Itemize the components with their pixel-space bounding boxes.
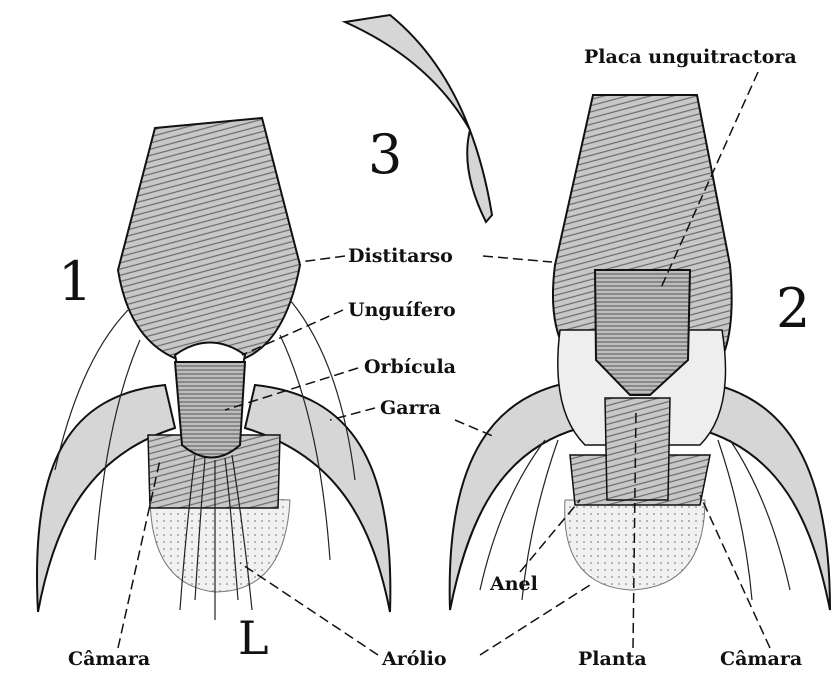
fig1-orbicula xyxy=(175,362,245,458)
fig2-arolium xyxy=(565,500,705,590)
figure-number-1: 1 xyxy=(58,255,92,309)
label-anel: Anel xyxy=(490,575,538,594)
label-planta: Planta xyxy=(578,650,647,669)
figure-2-drawing xyxy=(450,95,830,610)
fig1-distitarso xyxy=(118,118,300,362)
corner-mark: L xyxy=(238,615,269,661)
figure-number-3: 3 xyxy=(368,128,402,182)
figure-number-2: 2 xyxy=(776,282,810,336)
fig1-arolium xyxy=(150,495,290,592)
label-arolio: Arólio xyxy=(382,650,447,669)
figure-3-claw xyxy=(345,15,492,222)
label-distitarso: Distitarso xyxy=(348,247,453,266)
figure-1-drawing xyxy=(37,118,390,620)
label-camara-right: Câmara xyxy=(720,650,802,669)
label-unguifero: Unguífero xyxy=(348,301,456,320)
label-placa-unguitractora: Placa unguitractora xyxy=(584,48,797,67)
label-orbicula: Orbícula xyxy=(364,358,456,377)
label-garra: Garra xyxy=(380,399,441,418)
fig2-planta xyxy=(605,398,670,500)
label-camara-left: Câmara xyxy=(68,650,150,669)
